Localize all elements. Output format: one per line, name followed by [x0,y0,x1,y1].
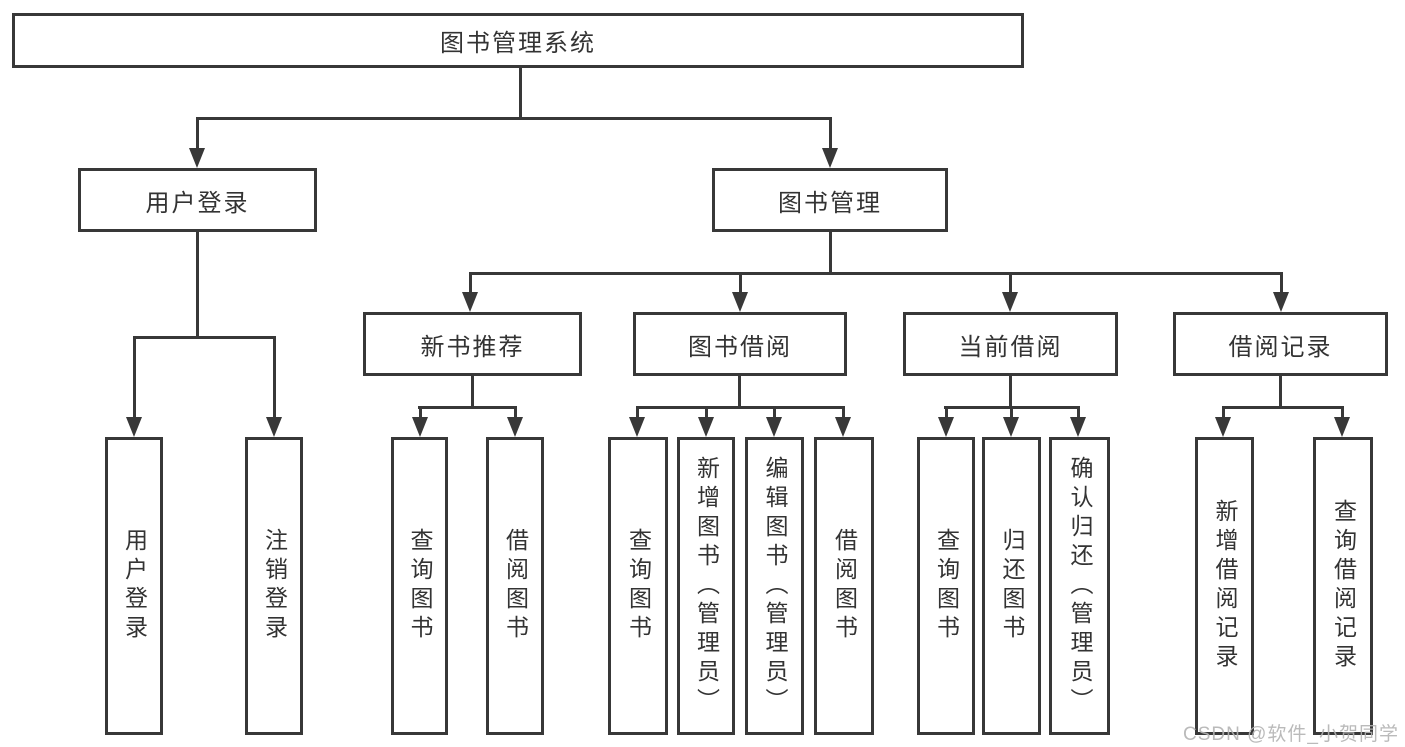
node-nb-query-books-label: 查询图书 [407,528,433,644]
connector-group-stem [738,376,741,407]
node-br-add-record: 新增借阅记录 [1195,437,1254,735]
node-borrow-records: 借阅记录 [1173,312,1388,376]
node-cb-confirm-return-label: 确认归还（管理员） [1067,455,1093,717]
connector-user-group-stem [196,232,199,337]
node-book-management: 图书管理 [712,168,948,232]
node-login: 用户登录 [105,437,163,735]
node-new-book-recommend: 新书推荐 [363,312,582,376]
node-bb-edit-books-label: 编辑图书（管理员） [762,455,788,717]
node-bb-query-books-label: 查询图书 [625,528,652,644]
connector-leaf-stem [514,406,517,417]
node-cb-query-books-label: 查询图书 [933,528,960,644]
connector-level3-bar [469,272,1283,275]
arrowhead [1215,417,1231,437]
node-bb-edit-books: 编辑图书（管理员） [745,437,804,735]
arrowhead [462,292,478,312]
arrowhead [1070,417,1086,437]
node-br-query-record-label: 查询借阅记录 [1330,499,1357,673]
connector-leaf-stem [842,406,845,417]
node-cb-return-books: 归还图书 [982,437,1041,735]
connector-level3-stem [739,272,742,292]
connector-group-bar [1222,406,1344,409]
node-user-login: 用户登录 [78,168,317,232]
arrowhead [189,148,205,168]
connector-leaf-stem [705,406,708,417]
node-book-borrow-label: 图书借阅 [688,333,792,361]
node-borrow-records-label: 借阅记录 [1228,333,1333,361]
connector-group-bar [636,406,845,409]
node-br-add-record-label: 新增借阅记录 [1212,499,1238,673]
arrowhead [766,417,782,437]
connector-level2-right-stem [829,117,832,149]
connector-user-group-bar [133,336,276,339]
connector-leaf-stem [636,406,639,417]
node-bb-query-books: 查询图书 [608,437,668,735]
arrowhead [1334,417,1350,437]
arrowhead [835,417,851,437]
connector-level3-stem [469,272,472,292]
arrowhead [412,417,428,437]
connector-leaf-stem [1010,406,1013,417]
node-cb-query-books: 查询图书 [917,437,975,735]
node-root-label: 图书管理系统 [440,30,596,57]
node-user-login-label: 用户登录 [145,189,250,217]
node-current-borrow-label: 当前借阅 [958,333,1063,361]
connector-level3-stem [1009,272,1012,292]
arrowhead [1002,292,1018,312]
node-cb-confirm-return: 确认归还（管理员） [1049,437,1110,735]
node-cb-return-books-label: 归还图书 [999,528,1025,644]
arrowhead [822,148,838,168]
node-nb-borrow-books-label: 借阅图书 [502,528,529,644]
connector-level2-left-stem [196,117,199,149]
node-br-query-record: 查询借阅记录 [1313,437,1373,735]
arrowhead [732,292,748,312]
connector-leaf-stem [133,336,136,417]
arrowhead [698,417,714,437]
connector-leaf-stem [1077,406,1080,417]
connector-root-stem [519,68,522,118]
node-book-borrow: 图书借阅 [633,312,847,376]
node-book-management-label: 图书管理 [778,189,882,217]
connector-level3-stem [1280,272,1283,292]
node-bb-borrow-books-label: 借阅图书 [831,528,858,644]
connector-leaf-stem [945,406,948,417]
connector-group-stem [471,376,474,407]
arrowhead [1273,292,1289,312]
connector-group-stem [1279,376,1282,407]
node-bb-borrow-books: 借阅图书 [814,437,874,735]
node-bb-add-books: 新增图书（管理员） [677,437,735,735]
node-nb-borrow-books: 借阅图书 [486,437,544,735]
connector-level2-bar [196,117,832,120]
arrowhead [126,417,142,437]
node-bb-add-books-label: 新增图书（管理员） [693,455,720,717]
connector-leaf-stem [1341,406,1344,417]
connector-leaf-stem [419,406,422,417]
connector-group-bar [418,406,516,409]
arrowhead [266,417,282,437]
connector-leaf-stem [1222,406,1225,417]
node-logout: 注销登录 [245,437,303,735]
connector-leaf-stem [773,406,776,417]
node-logout-label: 注销登录 [261,528,288,644]
connector-management-stem [829,232,832,274]
node-nb-query-books: 查询图书 [391,437,448,735]
arrowhead [1003,417,1019,437]
node-root: 图书管理系统 [12,13,1024,68]
node-new-book-recommend-label: 新书推荐 [420,333,525,361]
connector-leaf-stem [273,336,276,417]
arrowhead [507,417,523,437]
connector-group-stem [1009,376,1012,407]
arrowhead [629,417,645,437]
arrowhead [938,417,954,437]
csdn-watermark: CSDN @软件_小贺同学 [1183,724,1399,745]
node-current-borrow: 当前借阅 [903,312,1118,376]
node-login-label: 用户登录 [121,528,148,644]
